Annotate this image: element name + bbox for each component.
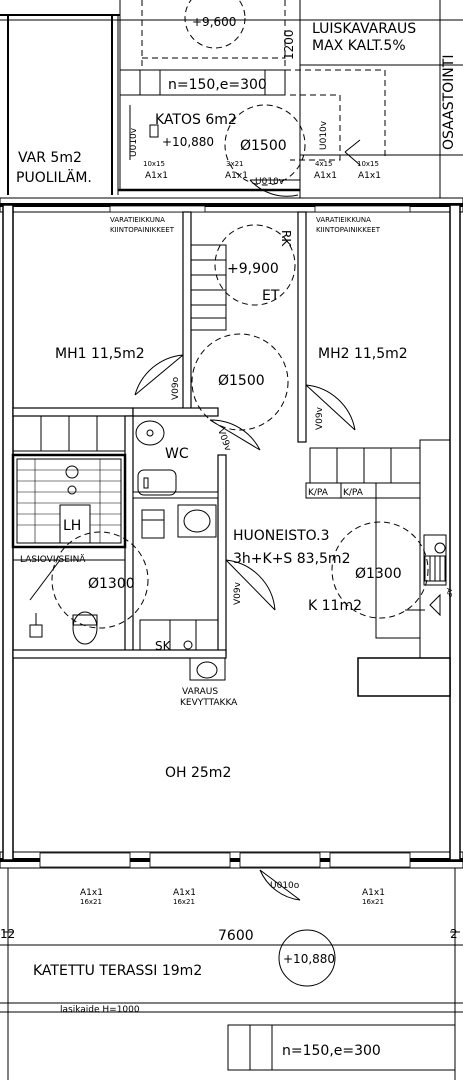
osaastointi-label: OSAASTOINTI xyxy=(441,55,457,150)
stair-bottom: n=150,e=300 xyxy=(282,1043,381,1059)
lasovi-label: LASIOVI/SEINÄ xyxy=(20,554,86,565)
katos-label: KATOS 6m2 xyxy=(155,112,237,128)
door-u010v-b: U010v xyxy=(255,177,285,187)
var-label: VAR 5m2 xyxy=(18,150,82,166)
doors-circles xyxy=(13,224,441,629)
window-bottom-3a: A1x1 xyxy=(362,888,385,898)
door-v09v-a: V09v xyxy=(315,406,325,430)
window-10x15-b: 10x15 xyxy=(357,160,379,168)
level-top: +9,600 xyxy=(192,15,236,29)
varatie-left-1: VARATIEIKKUNA xyxy=(110,216,165,224)
window-bottom-2b: 16x21 xyxy=(173,898,195,906)
rk-label: RK xyxy=(279,230,293,247)
door-u010v-a: U010v xyxy=(129,127,139,157)
window-bottom-2a: A1x1 xyxy=(173,888,196,898)
level-terrace: +10,880 xyxy=(283,952,335,966)
window-bottom-1b: 16x21 xyxy=(80,898,102,906)
circle-katos: Ø1500 xyxy=(240,138,287,154)
huoneisto-label: HUONEISTO.3 xyxy=(233,528,330,544)
mh1-label: MH1 11,5m2 xyxy=(55,346,145,362)
grid-2: 2 xyxy=(450,927,458,941)
varatie-right-1: VARATIEIKKUNA xyxy=(316,216,371,224)
sk-label: SK xyxy=(155,639,172,653)
dim-7600: 7600 xyxy=(218,928,254,944)
window-3x21: 3x21 xyxy=(226,160,244,168)
varatie-right-2: KIINTOPAINIKKEET xyxy=(316,226,381,234)
kpa-label-2: K/PA xyxy=(343,488,364,498)
window-10x15-a: 10x15 xyxy=(143,160,165,168)
interior-walls xyxy=(12,211,451,671)
ap-label: AP xyxy=(445,588,453,597)
dim-1200: 1200 xyxy=(282,29,296,60)
wc-label: WC xyxy=(165,446,189,462)
door-v09o-a: V09o xyxy=(171,376,181,400)
door-u010o: U010o xyxy=(270,881,300,891)
luiskavaraus-line2: MAX KALT.5% xyxy=(312,38,406,54)
window-a1x1-a: A1x1 xyxy=(145,171,168,181)
door-u010v-c: U010v xyxy=(319,120,329,150)
window-4x15: 4x15 xyxy=(315,160,333,168)
grid-12: 12 xyxy=(0,927,15,941)
oh-label: OH 25m2 xyxy=(165,765,231,781)
window-a1x1-d: A1x1 xyxy=(358,171,381,181)
lasikaide-label: lasikaide H=1000 xyxy=(60,1005,140,1015)
varaus-label: VARAUS xyxy=(182,687,218,697)
circle-et: Ø1500 xyxy=(218,373,265,389)
level-katos: +10,880 xyxy=(162,135,214,149)
fixtures xyxy=(11,244,451,697)
puolilam-label: PUOLILÄM. xyxy=(16,168,92,186)
labels: +9,600 LUISKAVARAUS MAX KALT.5% 1200 OSA… xyxy=(0,15,458,1059)
mh2-label: MH2 11,5m2 xyxy=(318,346,408,362)
kpa-label-1: K/PA xyxy=(308,488,329,498)
terrace-label: KATETTU TERASSI 19m2 xyxy=(33,963,202,979)
window-bottom-1a: A1x1 xyxy=(80,888,103,898)
circle-pesu: Ø1300 xyxy=(88,576,135,592)
stair-top: n=150,e=300 xyxy=(168,77,267,93)
level-et: +9,900 xyxy=(227,261,279,277)
lh-label: LH xyxy=(63,518,81,534)
circle-keittio: Ø1300 xyxy=(355,566,402,582)
et-label: ET xyxy=(262,288,280,304)
luiskavaraus-line1: LUISKAVARAUS xyxy=(312,21,416,37)
kevyttakka-label: KEVYTTAKKA xyxy=(180,698,238,708)
top-entrance-area xyxy=(0,0,463,200)
window-bottom-3b: 16x21 xyxy=(362,898,384,906)
varatie-left-2: KIINTOPAINIKKEET xyxy=(110,226,175,234)
terrace xyxy=(0,867,463,1080)
window-a1x1-c: A1x1 xyxy=(314,171,337,181)
k-room-label: K 11m2 xyxy=(308,598,362,614)
window-a1x1-b: A1x1 xyxy=(225,171,248,181)
huoneisto-size: 3h+K+S 83,5m2 xyxy=(233,551,350,567)
door-v09v-c: V09v xyxy=(233,581,243,605)
